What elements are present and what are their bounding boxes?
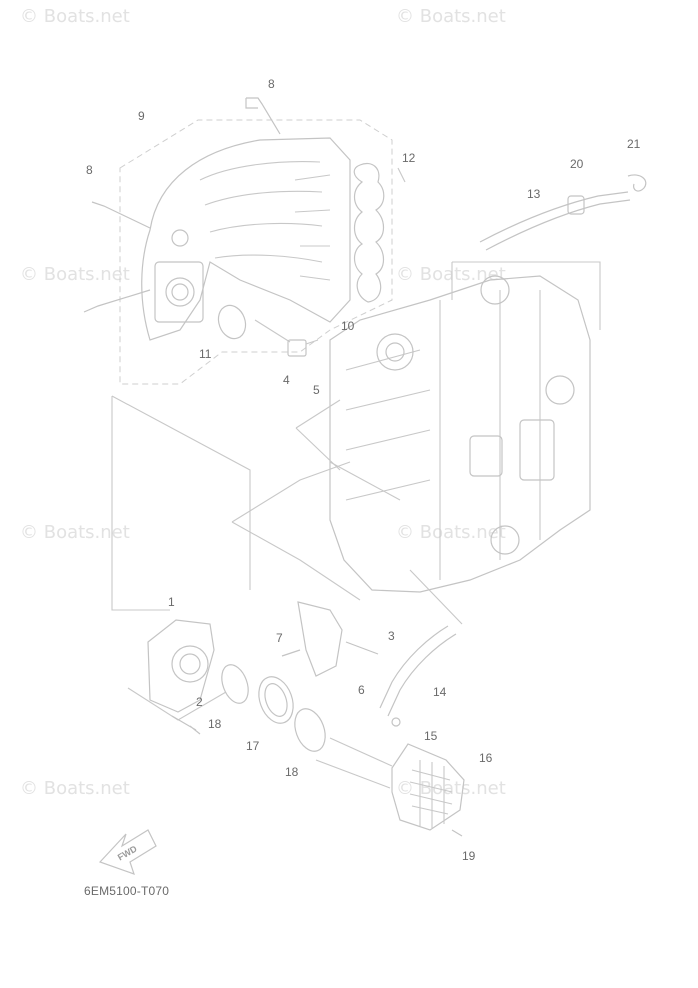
callout-8-left: 8: [86, 163, 93, 177]
bolt-7: [281, 649, 301, 657]
callout-18-lower: 18: [285, 765, 299, 779]
vapor-separator-16: [391, 743, 465, 831]
hose-14: [387, 633, 457, 717]
callout-16: 16: [479, 751, 493, 765]
watermark: © Boats.net: [396, 778, 506, 799]
watermark: © Boats.net: [20, 264, 130, 285]
callout-17: 17: [246, 739, 260, 753]
bolt-2: [171, 715, 201, 735]
throttle-flange: [154, 261, 204, 323]
o-ring-18-upper: [221, 664, 249, 704]
watermark: © Boats.net: [396, 6, 506, 27]
callout-19: 19: [462, 849, 476, 863]
sensor-4: [287, 339, 307, 357]
callout-13: 13: [527, 187, 541, 201]
bolt-8-lower: [83, 289, 151, 313]
callout-12: 12: [402, 151, 416, 165]
callout-4: 4: [283, 373, 290, 387]
callout-9: 9: [138, 109, 145, 123]
bracket-6: [297, 601, 343, 677]
clamp-20: [567, 195, 585, 215]
callout-10: 10: [341, 319, 355, 333]
hose-13: [485, 199, 631, 251]
bolt-8-top: [245, 97, 281, 135]
bolt-3: [345, 641, 379, 655]
callout-3: 3: [388, 629, 395, 643]
watermark: © Boats.net: [20, 522, 130, 543]
callout-21: 21: [627, 137, 641, 151]
callout-1: 1: [168, 595, 175, 609]
watermark: © Boats.net: [20, 778, 130, 799]
watermark: © Boats.net: [396, 522, 506, 543]
fwd-arrow: [98, 829, 157, 875]
callout-6: 6: [358, 683, 365, 697]
collar-17: [258, 676, 294, 724]
manifold-gasket: [353, 162, 385, 303]
watermark: © Boats.net: [20, 6, 130, 27]
clip-21: [627, 174, 647, 192]
callout-5: 5: [313, 383, 320, 397]
callout-15: 15: [424, 729, 438, 743]
callout-20: 20: [570, 157, 584, 171]
callout-11: 11: [199, 347, 212, 361]
callout-7: 7: [276, 631, 283, 645]
watermark: © Boats.net: [396, 264, 506, 285]
o-ring-15: [391, 717, 401, 727]
o-ring-11: [217, 304, 247, 340]
throttle-body: [147, 619, 215, 713]
flywheel-boss: [376, 333, 414, 371]
callout-18-upper: 18: [208, 717, 222, 731]
manifold-group-outline: [119, 119, 393, 385]
bolt-19: [451, 829, 463, 837]
bolt-8-left: [91, 201, 151, 229]
o-ring-18-lower: [294, 708, 326, 752]
callout-2: 2: [196, 695, 203, 709]
intake-manifold: [141, 137, 351, 341]
callout-14: 14: [433, 685, 447, 699]
callout-8-top: 8: [268, 77, 275, 91]
bolt-12: [397, 167, 406, 183]
engine-block: [329, 275, 591, 593]
diagram-code: 6EM5100-T070: [84, 884, 170, 898]
